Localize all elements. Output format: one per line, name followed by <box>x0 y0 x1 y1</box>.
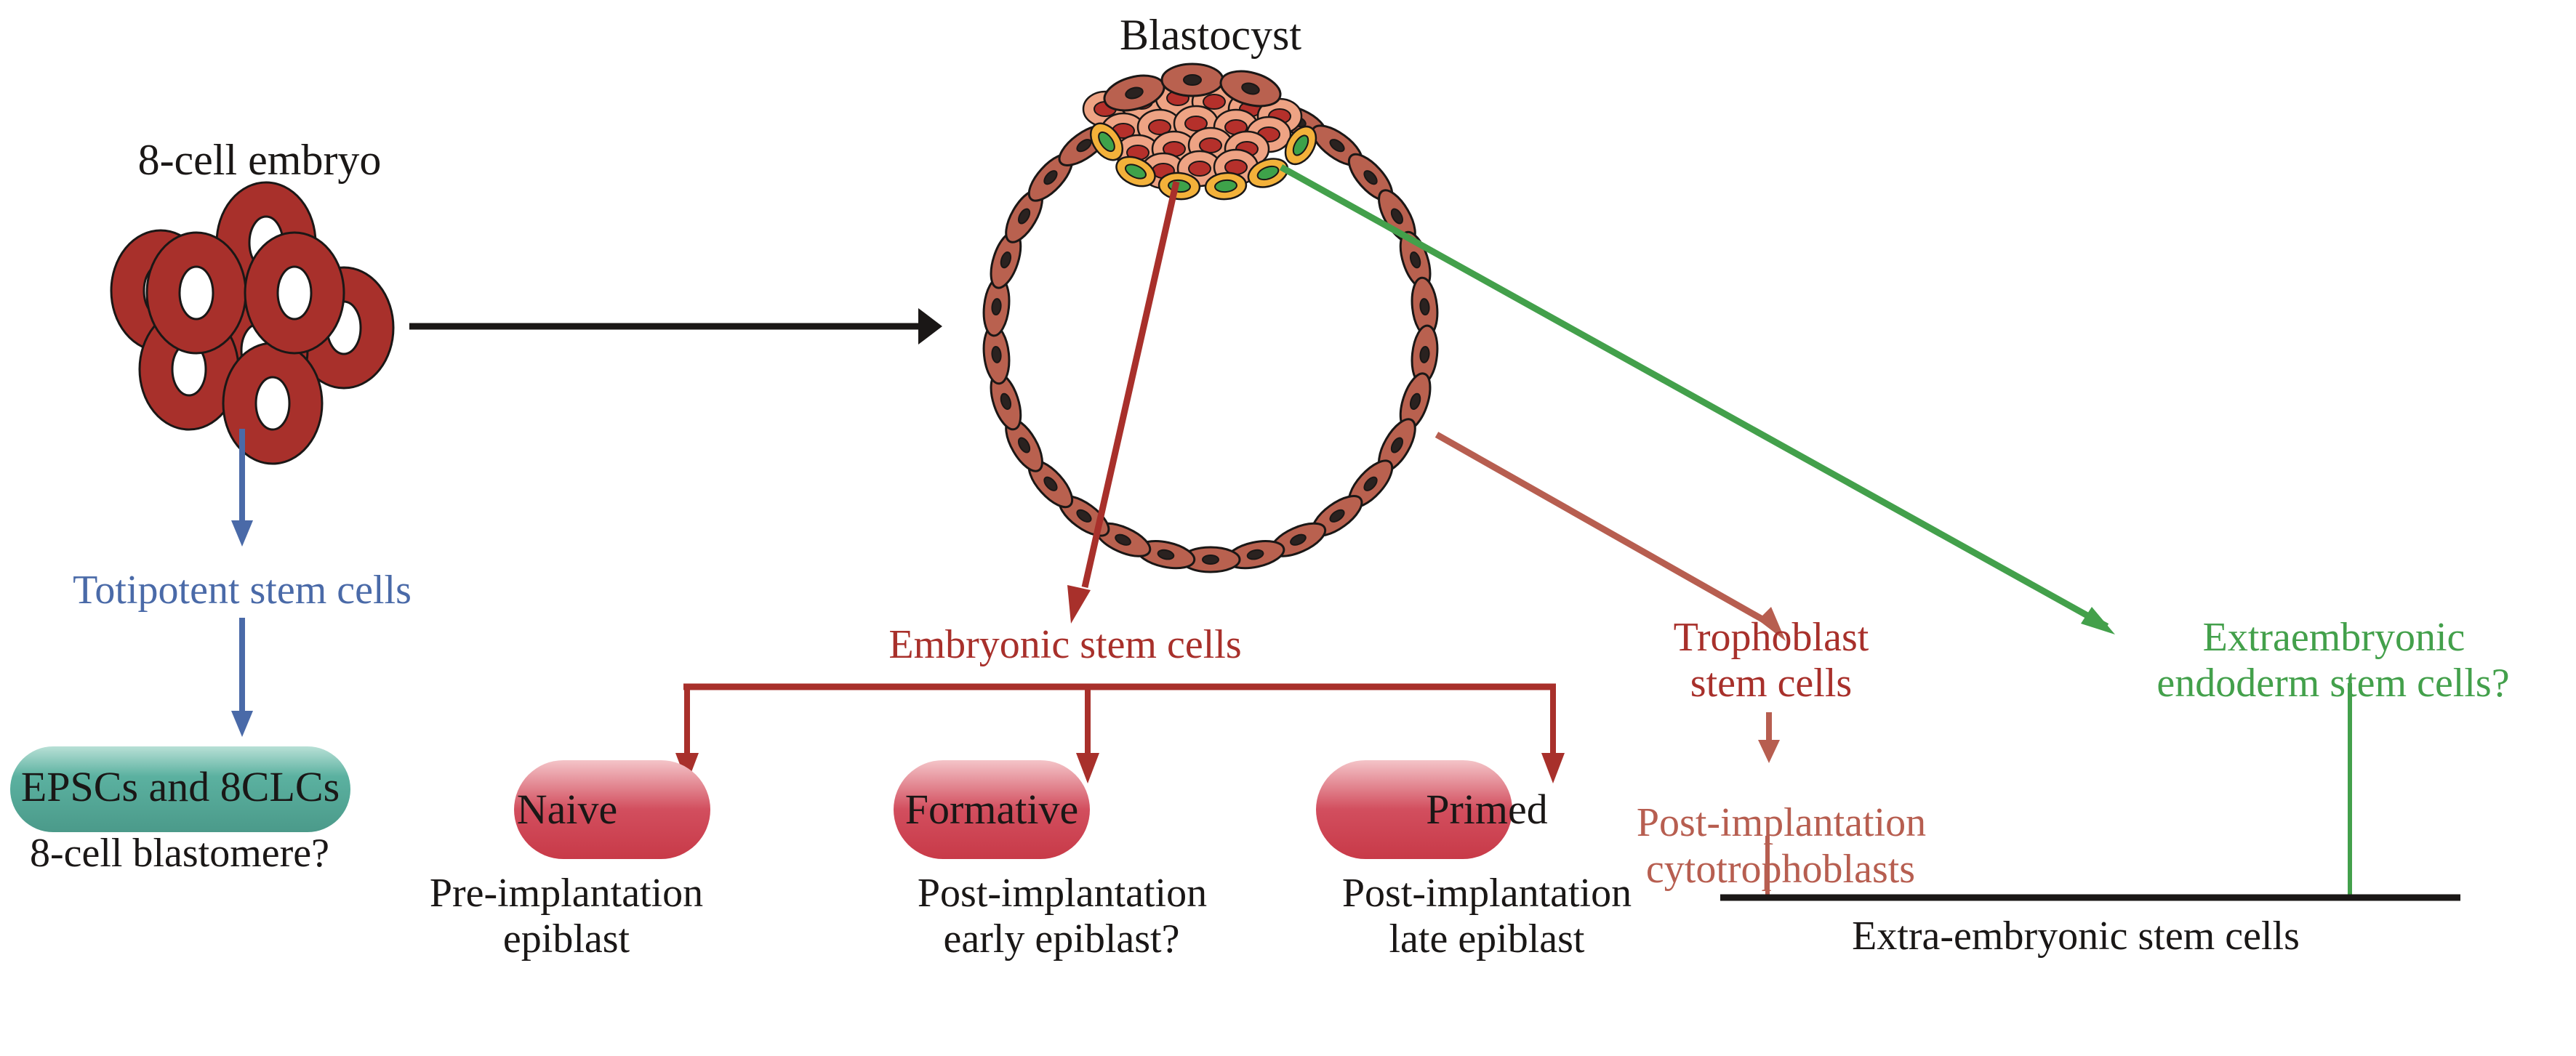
eight-cell-embryo-illustration <box>110 181 395 465</box>
formative-state: Formative Post-implantation early epibla… <box>894 760 1207 962</box>
primitive-endoderm-cell <box>1247 158 1289 188</box>
primitive-endoderm-cell <box>1089 122 1124 161</box>
blue-arrow-second <box>231 618 253 737</box>
inner-cell-mass <box>1082 63 1317 201</box>
primed-label: Primed <box>1426 786 1548 833</box>
trophectoderm-cell <box>1027 153 1074 202</box>
trophoblast-label-line2: stem cells <box>1690 661 1852 706</box>
trophectoderm-cell <box>1411 324 1439 385</box>
arrow-to-totipotent <box>231 429 253 547</box>
formative-caption-line2: early epiblast? <box>944 916 1180 962</box>
blastomere-cell <box>244 231 345 355</box>
naive-caption-line2: epiblast <box>503 916 630 962</box>
trophectoderm-cell <box>1094 522 1152 557</box>
formative-pill <box>894 760 1090 859</box>
extraembryonic-endoderm-label-line1: Extraembryonic <box>2203 615 2465 660</box>
arrow-to-extraembryonic-endoderm <box>1279 164 2115 634</box>
primitive-endoderm-cell <box>1115 156 1156 188</box>
arrow-to-embryonic <box>1067 181 1180 624</box>
polar-trophectoderm-cell <box>1219 70 1282 108</box>
trophectoderm-cell <box>1136 540 1196 570</box>
naive-pill <box>514 760 710 859</box>
naive-caption-line1: Pre-implantation <box>430 871 703 916</box>
cytotrophoblasts-label-line2: cytotrophoblasts <box>1646 847 1915 892</box>
cytotrophoblasts-label-line1: Post-implantation <box>1637 800 1926 845</box>
primitive-endoderm-cell <box>1284 125 1317 166</box>
trophectoderm-cell <box>1311 124 1363 166</box>
trophectoderm-cell <box>1411 276 1439 337</box>
blastocyst-label: Blastocyst <box>1120 11 1301 59</box>
blastomere-cell <box>222 342 324 465</box>
primed-caption-line2: late epiblast <box>1389 916 1584 962</box>
totipotent-stem-cells-label: Totipotent stem cells <box>73 568 412 613</box>
blastomere-cell <box>145 231 247 355</box>
formative-label: Formative <box>905 786 1078 833</box>
polar-trophectoderm-cell <box>1160 63 1224 97</box>
formative-caption-line1: Post-implantation <box>918 871 1207 916</box>
embryonic-bracket <box>675 683 1565 783</box>
eight-cell-embryo-label: 8-cell embryo <box>138 136 382 184</box>
trophectoderm-cell <box>1005 418 1043 472</box>
primed-pill <box>1316 760 1512 859</box>
epscs-8clcs-label: EPSCs and 8CLCs <box>21 763 340 810</box>
eight-cell-blastomere-caption: 8-cell blastomere? <box>30 831 329 876</box>
polar-trophectoderm-cell <box>1103 74 1165 112</box>
trophectoderm-cell <box>990 372 1022 431</box>
blastocyst-illustration <box>982 63 1439 573</box>
arrow-to-trophoblast <box>1435 432 1786 641</box>
extra-embryonic-stem-cells-label: Extra-embryonic stem cells <box>1852 914 2300 959</box>
trophectoderm-cell <box>1180 546 1241 573</box>
naive-state: Naive Pre-implantation epiblast <box>430 760 710 962</box>
arrow-to-blastocyst <box>409 308 942 344</box>
primitive-endoderm-cell <box>1204 172 1248 201</box>
trophectoderm-cell <box>1225 540 1285 570</box>
trophoblast-label-line1: Trophoblast <box>1674 615 1869 660</box>
embryonic-stem-cells-label: Embryonic stem cells <box>888 622 1241 667</box>
epscs-8clcs-pill: EPSCs and 8CLCs <box>10 746 350 832</box>
primed-caption-line1: Post-implantation <box>1342 871 1632 916</box>
arrow-to-cytotrophoblasts <box>1758 712 1780 763</box>
primed-state: Primed Post-implantation late epiblast <box>1316 760 1632 962</box>
extra-embryonic-bracket <box>1720 683 2460 901</box>
extraembryonic-endoderm-label-line2: endoderm stem cells? <box>2156 661 2509 706</box>
naive-label: Naive <box>517 786 618 833</box>
trophectoderm-cell <box>1027 459 1074 509</box>
